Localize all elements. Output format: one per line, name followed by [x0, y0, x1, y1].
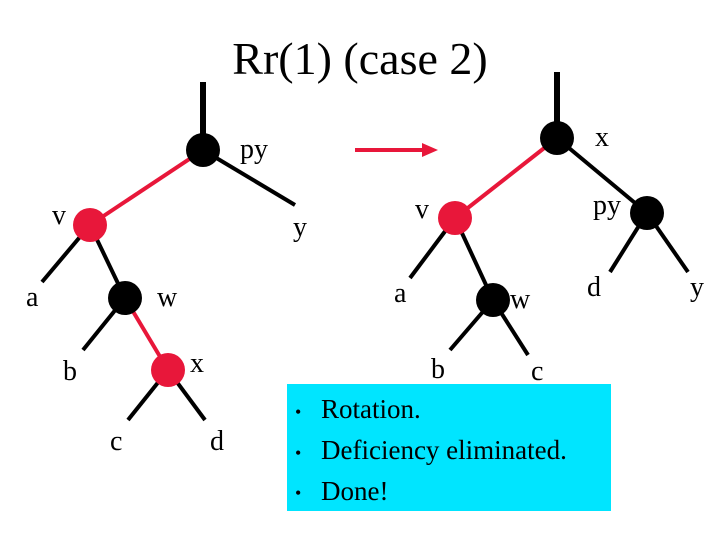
node-v [73, 208, 107, 242]
before-tree: py v y a w b x c d [26, 82, 307, 457]
label-d: d [210, 426, 224, 457]
label-a-2: a [394, 278, 407, 309]
bullet: • [295, 401, 302, 422]
edge-x-v [453, 136, 559, 220]
node-v-2 [438, 201, 472, 235]
label-d-2: d [587, 272, 601, 303]
label-py-2: py [593, 190, 621, 221]
label-b: b [63, 356, 77, 387]
note-text: Rotation. [321, 394, 421, 424]
label-c: c [110, 426, 122, 457]
label-c-2: c [531, 356, 543, 387]
node-w-2 [476, 283, 510, 317]
label-y: y [293, 212, 307, 243]
page-title: Rr(1) (case 2) [232, 33, 488, 84]
node-x [151, 353, 185, 387]
after-tree: x v py a w d y b c [394, 72, 704, 387]
bullet: • [295, 483, 302, 504]
edge-py-v [88, 148, 205, 227]
label-a: a [26, 282, 39, 313]
label-v-2: v [415, 194, 429, 225]
note-item: • Done! [295, 472, 611, 513]
node-x-2 [540, 121, 574, 155]
label-x: x [190, 348, 204, 379]
node-py-2 [630, 196, 664, 230]
label-b-2: b [431, 354, 445, 385]
bullet: • [295, 442, 302, 463]
edge-x-py [555, 136, 649, 215]
label-w-2: w [510, 284, 531, 315]
edge-py-y [201, 148, 297, 207]
note-text: Done! [321, 475, 389, 506]
label-y-2: y [690, 272, 704, 303]
note-item: • Rotation. [295, 390, 611, 431]
note-text: Deficiency eliminated. [321, 434, 567, 465]
notes-box: • Rotation. • Deficiency eliminated. • Done… [287, 384, 611, 511]
right-arrow [355, 143, 438, 157]
node-w [108, 281, 142, 315]
notes-list: • Rotation. • Deficiency eliminated. • Done… [295, 390, 611, 512]
label-x-2: x [595, 122, 609, 153]
node-py [186, 133, 220, 167]
note-item: • Deficiency eliminated. [295, 431, 611, 472]
label-py: py [240, 134, 268, 165]
label-v: v [52, 200, 66, 231]
label-w: w [157, 282, 178, 313]
